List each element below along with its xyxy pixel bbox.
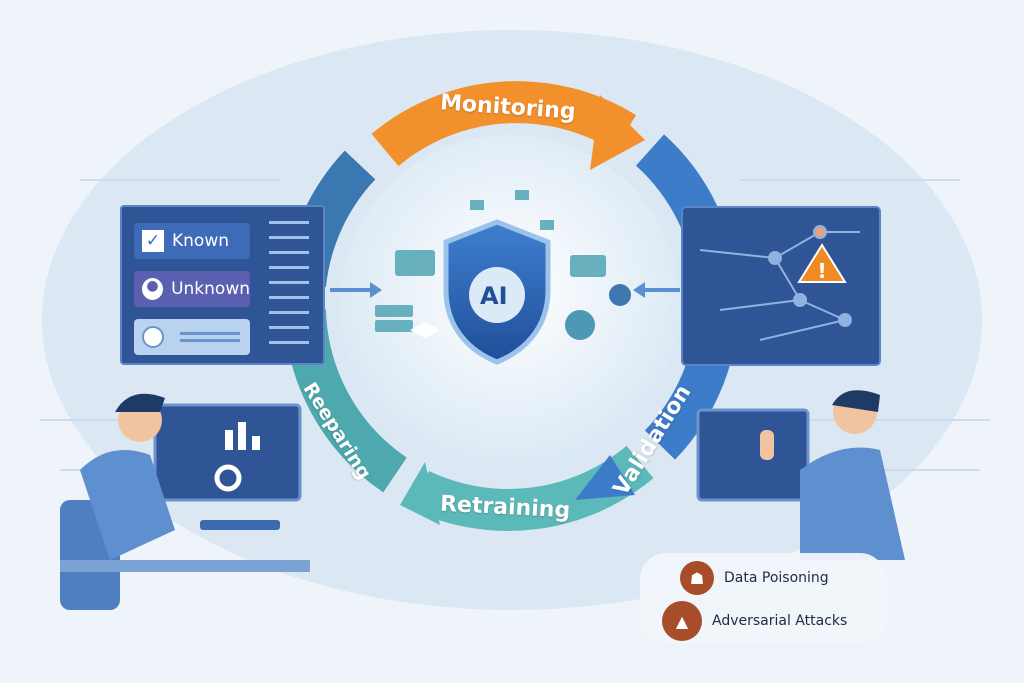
left-panel: ✓ Known ● Unknown <box>120 205 325 365</box>
threat-label: Data Poisoning <box>724 570 829 586</box>
right-person-illustration <box>696 390 905 560</box>
list-item-profile[interactable] <box>134 319 250 355</box>
checkbox-icon: ✓ <box>142 230 164 252</box>
threats-card: ☗ Data Poisoning ▲ Adversarial Attacks <box>640 553 886 643</box>
left-person-illustration <box>60 393 310 610</box>
list-item-known[interactable]: ✓ Known <box>134 223 250 259</box>
right-panel <box>681 206 881 366</box>
text-lines <box>180 332 240 342</box>
threat-label: Adversarial Attacks <box>712 613 848 629</box>
list-item-unknown[interactable]: ● Unknown <box>134 271 250 307</box>
threat-adversarial-attacks: ▲ Adversarial Attacks <box>662 601 847 641</box>
ai-shield-icon <box>443 219 551 365</box>
item-label: Unknown <box>171 279 250 299</box>
threat-data-poisoning: ☗ Data Poisoning <box>680 561 829 595</box>
poison-icon: ☗ <box>680 561 714 595</box>
panel-lines <box>269 221 309 351</box>
shield-label: AI <box>480 282 508 310</box>
attack-icon: ▲ <box>662 601 702 641</box>
item-label: Known <box>172 231 230 251</box>
warning-icon: ! <box>797 243 847 283</box>
user-icon <box>142 326 164 348</box>
user-icon: ● <box>142 278 164 300</box>
svg-text:!: ! <box>817 259 826 283</box>
